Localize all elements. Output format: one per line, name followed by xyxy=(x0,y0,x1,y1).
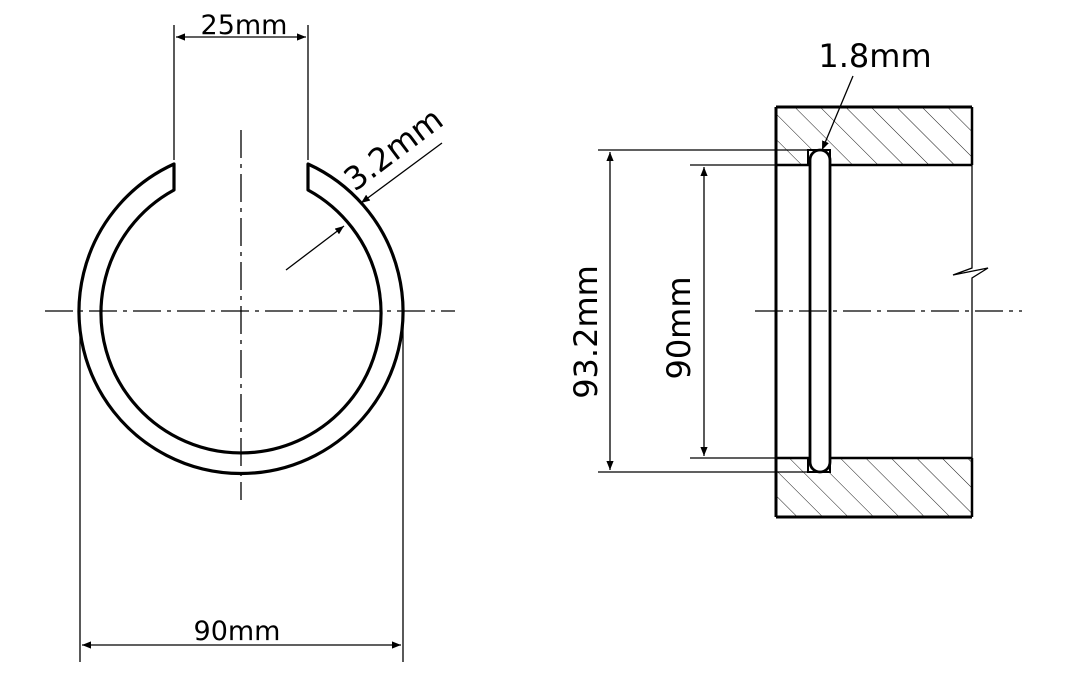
ring-front-view: 25mm 3.2mm 90mm xyxy=(45,10,455,662)
break-line xyxy=(952,165,989,458)
ring-width-leader xyxy=(821,75,854,151)
gap-width-label: 25mm xyxy=(201,10,288,41)
thickness-leader-inner xyxy=(285,225,345,271)
outer-diameter-label: 90mm xyxy=(194,616,281,647)
housing-section-view: 1.8mm 93.2mm 90mm xyxy=(567,37,1022,519)
retaining-ring-shape xyxy=(77,162,405,476)
thickness-leader-outer xyxy=(360,142,443,204)
ring-width-label: 1.8mm xyxy=(818,37,931,75)
groove-diameter-label: 93.2mm xyxy=(567,265,605,399)
bore-diameter-label: 90mm xyxy=(660,276,698,379)
